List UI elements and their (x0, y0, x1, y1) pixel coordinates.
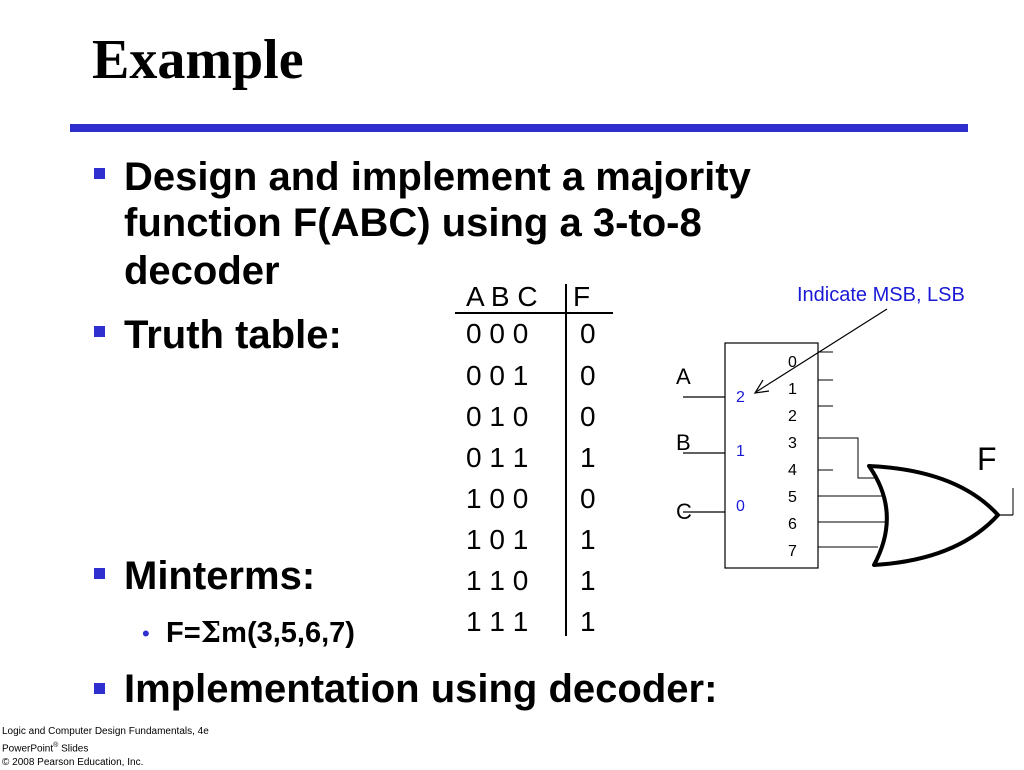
slide-footer: Logic and Computer Design Fundamentals, … (2, 725, 209, 770)
truth-table-row-abc: 0 1 1 (466, 442, 529, 473)
select-label-mid: 1 (736, 443, 745, 460)
bullet-implementation: Implementation using decoder: (124, 667, 718, 711)
bullet-square-icon (94, 326, 105, 337)
footer-book-title: Logic and Computer Design Fundamentals, … (2, 726, 209, 737)
slide-title: Example (92, 29, 304, 91)
truth-table-row-f: 1 (580, 565, 596, 596)
msb-lsb-annotation: Indicate MSB, LSB (797, 284, 965, 306)
footer-copyright: © 2008 Pearson Education, Inc. (2, 757, 144, 769)
truth-table-header-f: F (573, 281, 591, 312)
output-label-f: F (977, 441, 997, 477)
truth-table-row-abc: 1 1 1 (466, 606, 529, 637)
select-label-lsb: 0 (736, 498, 745, 515)
truth-table-row-f: 1 (580, 524, 596, 555)
bullet-square-icon (94, 568, 105, 579)
or-gate-icon (867, 464, 1000, 567)
bullet-design-line3: decoder (124, 249, 280, 293)
output-label: 1 (788, 381, 797, 398)
input-label-b: B (676, 430, 691, 455)
footer-powerpoint: PowerPoint (2, 743, 54, 755)
truth-table-row-f: 1 (580, 606, 596, 637)
truth-table-row-f: 0 (580, 483, 596, 514)
truth-table-row-abc: 1 0 0 (466, 483, 529, 514)
output-label: 2 (788, 408, 797, 425)
bullet-square-icon (94, 683, 105, 694)
bullet-minterms: Minterms: (124, 554, 316, 598)
minterm-prefix: F= (166, 617, 201, 649)
title-underline (70, 124, 968, 132)
truth-table-row-abc: 0 0 0 (466, 318, 529, 349)
footer-slides-line: PowerPoint® Slides (2, 739, 209, 756)
truth-table-column-divider (565, 284, 567, 636)
minterm-expression: F=Σm(3,5,6,7) (166, 615, 355, 650)
footer-registered: ® (53, 742, 59, 749)
output-label: 6 (788, 516, 797, 533)
annotation-arrow (755, 308, 888, 393)
bullet-design-line1: Design and implement a majority (124, 155, 751, 199)
truth-table-row-abc: 0 1 0 (466, 401, 529, 432)
output-label: 5 (788, 489, 797, 506)
truth-table-header-abc: A B C (466, 281, 538, 312)
sigma-symbol: Σ (200, 615, 222, 649)
sub-bullet-dot-icon: • (142, 621, 150, 646)
arrowhead-icon (753, 379, 770, 394)
truth-table-row-f: 0 (580, 318, 596, 349)
truth-table-row-f: 0 (580, 401, 596, 432)
truth-table-row-abc: 1 1 0 (466, 565, 529, 596)
truth-table-row-f: 1 (580, 442, 596, 473)
footer-slides: Slides (58, 743, 89, 755)
decoder-block (724, 342, 819, 569)
bullet-square-icon (94, 168, 105, 179)
output-label: 4 (788, 462, 797, 479)
output-label: 0 (788, 354, 797, 371)
truth-table-row-abc: 0 0 1 (466, 360, 529, 391)
truth-table-header-rule (455, 312, 613, 314)
truth-table-row-f: 0 (580, 360, 596, 391)
wire-output-3 (818, 437, 878, 479)
output-label: 7 (788, 543, 797, 560)
minterm-suffix: m(3,5,6,7) (221, 617, 355, 649)
input-label-a: A (676, 364, 691, 389)
truth-table-row-abc: 1 0 1 (466, 524, 529, 555)
output-label: 3 (788, 435, 797, 452)
bullet-design-line2: function F(ABC) using a 3-to-8 (124, 201, 702, 245)
select-label-msb: 2 (736, 389, 745, 406)
bullet-truth-table: Truth table: (124, 313, 342, 357)
